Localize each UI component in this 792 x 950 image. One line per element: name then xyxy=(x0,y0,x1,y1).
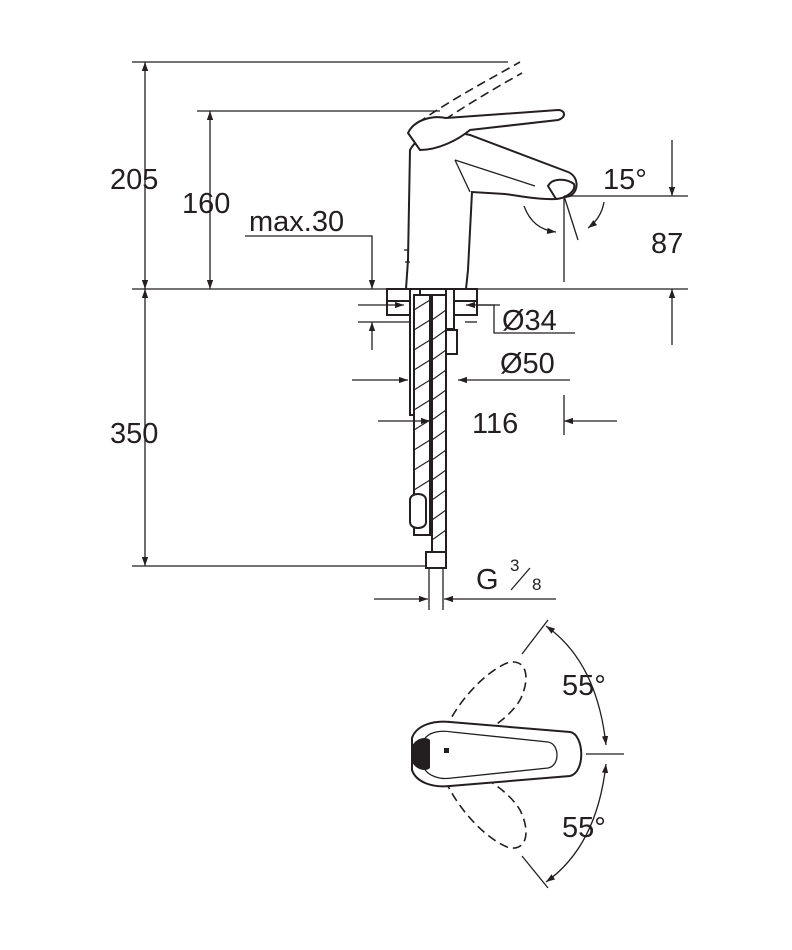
label-hole-diameter: Ø34 xyxy=(502,305,557,337)
hose-right xyxy=(431,294,447,556)
label-max-thickness: max.30 xyxy=(249,206,344,238)
angle-arc-top xyxy=(545,625,609,746)
label-rotation-angle-top: 55° xyxy=(562,670,606,702)
top-view xyxy=(411,619,624,889)
label-hose-length: 350 xyxy=(110,418,158,450)
label-thread-numerator: 3 xyxy=(510,556,519,575)
label-rotation-angle-bottom: 55° xyxy=(562,812,606,844)
faucet-body xyxy=(404,131,578,290)
side-view xyxy=(132,61,688,610)
lever-open-position xyxy=(417,61,523,136)
hose-left xyxy=(413,294,431,536)
label-spray-angle: 15° xyxy=(603,164,647,196)
label-connection-thread: G xyxy=(476,564,499,596)
label-spout-height: 160 xyxy=(182,188,230,220)
faucet-lever xyxy=(406,108,565,152)
label-projection: 116 xyxy=(472,408,518,440)
label-thread-denominator: 8 xyxy=(532,575,541,594)
label-base-diameter: Ø50 xyxy=(500,348,555,380)
connector-nut xyxy=(425,551,447,569)
angle-arc-bottom xyxy=(545,763,609,883)
top-view-body xyxy=(411,720,583,788)
label-total-height: 205 xyxy=(110,164,158,196)
label-spout-reach-height: 87 xyxy=(651,228,683,260)
